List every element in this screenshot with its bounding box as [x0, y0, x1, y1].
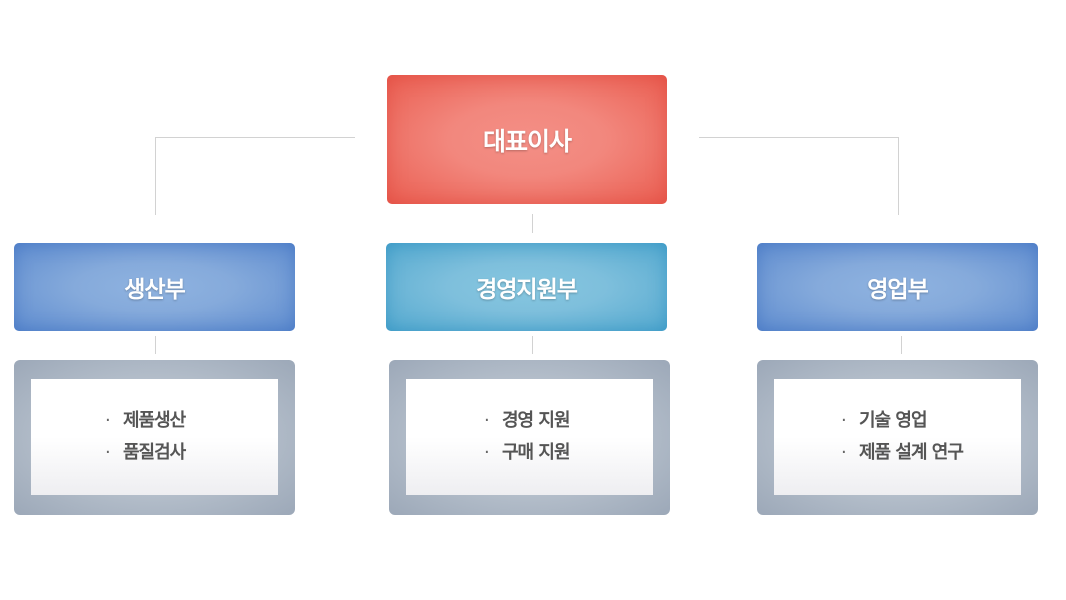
list-item: · 구매 지원 — [484, 437, 653, 469]
duty-text: 기술 영업 — [859, 410, 928, 431]
bullet: · — [841, 410, 847, 431]
connector-left-horizontal — [155, 137, 355, 138]
ceo-label: 대표이사 — [482, 126, 572, 156]
list-item: · 제품생산 — [105, 405, 278, 437]
duty-box-sales: · 기술 영업 · 제품 설계 연구 — [757, 360, 1038, 515]
dept-production-label: 생산부 — [124, 277, 185, 303]
bullet: · — [484, 410, 490, 431]
duty-text: 제품생산 — [123, 410, 186, 431]
connector-center-vertical — [532, 214, 533, 233]
connector-right-vertical — [898, 137, 899, 215]
list-item: · 경영 지원 — [484, 405, 653, 437]
duty-list-sales: · 기술 영업 · 제품 설계 연구 — [774, 379, 1021, 495]
list-item: · 제품 설계 연구 — [841, 437, 1021, 469]
connector-dept1-duty — [155, 336, 156, 354]
bullet: · — [484, 442, 490, 463]
connector-left-vertical — [155, 137, 156, 215]
ceo-box: 대표이사 — [387, 75, 667, 204]
bullet: · — [841, 442, 847, 463]
duty-text: 구매 지원 — [502, 442, 571, 463]
dept-sales-box: 영업부 — [757, 243, 1038, 331]
duty-text: 제품 설계 연구 — [859, 442, 964, 463]
dept-management-support-box: 경영지원부 — [386, 243, 667, 331]
bullet: · — [105, 410, 111, 431]
dept-production-box: 생산부 — [14, 243, 295, 331]
list-item: · 기술 영업 — [841, 405, 1021, 437]
dept-management-support-label: 경영지원부 — [476, 277, 578, 303]
duty-list-management-support: · 경영 지원 · 구매 지원 — [406, 379, 653, 495]
connector-dept3-duty — [901, 336, 902, 354]
connector-dept2-duty — [532, 336, 533, 354]
bullet: · — [105, 442, 111, 463]
duty-list-production: · 제품생산 · 품질검사 — [31, 379, 278, 495]
connector-right-horizontal — [699, 137, 899, 138]
dept-sales-label: 영업부 — [867, 277, 928, 303]
list-item: · 품질검사 — [105, 437, 278, 469]
duty-box-production: · 제품생산 · 품질검사 — [14, 360, 295, 515]
duty-text: 품질검사 — [123, 442, 186, 463]
duty-box-management-support: · 경영 지원 · 구매 지원 — [389, 360, 670, 515]
duty-text: 경영 지원 — [502, 410, 571, 431]
